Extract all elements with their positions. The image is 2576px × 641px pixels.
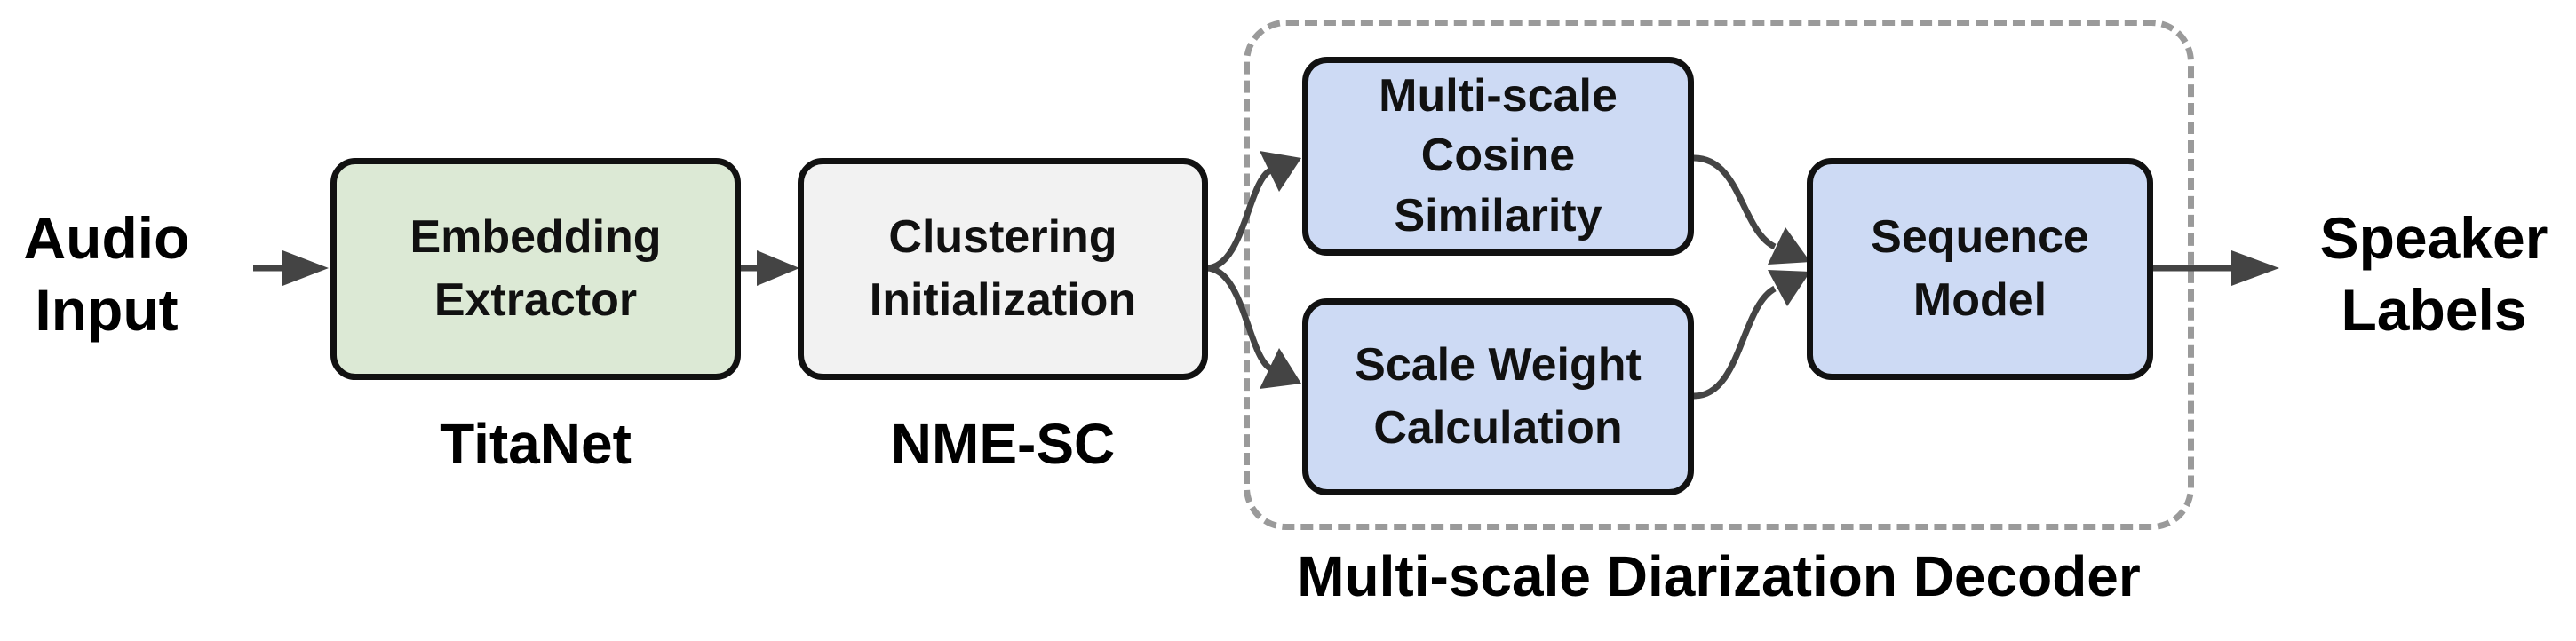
arrow-scale-weight-to-sequence (1693, 285, 1777, 400)
arrow-clustering-to-cosine (1205, 167, 1273, 272)
arrowhead-input-to-embedding (282, 250, 329, 286)
embedding-extractor-block: Embedding Extractor (330, 158, 741, 380)
arrowhead-clustering-to-cosine (1260, 151, 1301, 192)
sequence-model-label: Sequence Model (1871, 211, 2089, 326)
scale-weight-block: Scale Weight Calculation (1302, 298, 1694, 495)
arrowhead-embedding-to-clustering (757, 250, 799, 286)
arrowhead-cosine-to-sequence (1768, 227, 1810, 265)
decoder-caption: Multi-scale Diarization Decoder (1297, 544, 2141, 608)
nme-sc-caption: NME-SC (890, 412, 1116, 476)
arrowhead-sequence-to-output (2231, 250, 2279, 286)
clustering-initialization-block: Clustering Initialization (798, 158, 1208, 380)
titanet-caption: TitaNet (440, 412, 632, 476)
scale-weight-label: Scale Weight Calculation (1355, 339, 1642, 454)
arrowhead-clustering-to-scale-weight (1260, 348, 1301, 389)
clustering-initialization-label: Clustering Initialization (869, 211, 1137, 326)
embedding-extractor-label: Embedding Extractor (409, 211, 662, 326)
arrow-clustering-to-scale-weight (1205, 265, 1273, 371)
cosine-similarity-block: Multi-scale Cosine Similarity (1302, 57, 1694, 256)
audio-input-label: Audio Input (23, 205, 190, 343)
sequence-model-block: Sequence Model (1807, 158, 2153, 380)
cosine-similarity-label: Multi-scale Cosine Similarity (1379, 69, 1618, 241)
decoder-group-frame (1244, 20, 2194, 530)
speaker-labels-label: Speaker Labels (2319, 205, 2548, 343)
arrow-cosine-to-sequence (1693, 154, 1777, 250)
arrowhead-scale-weight-to-sequence (1768, 270, 1810, 306)
